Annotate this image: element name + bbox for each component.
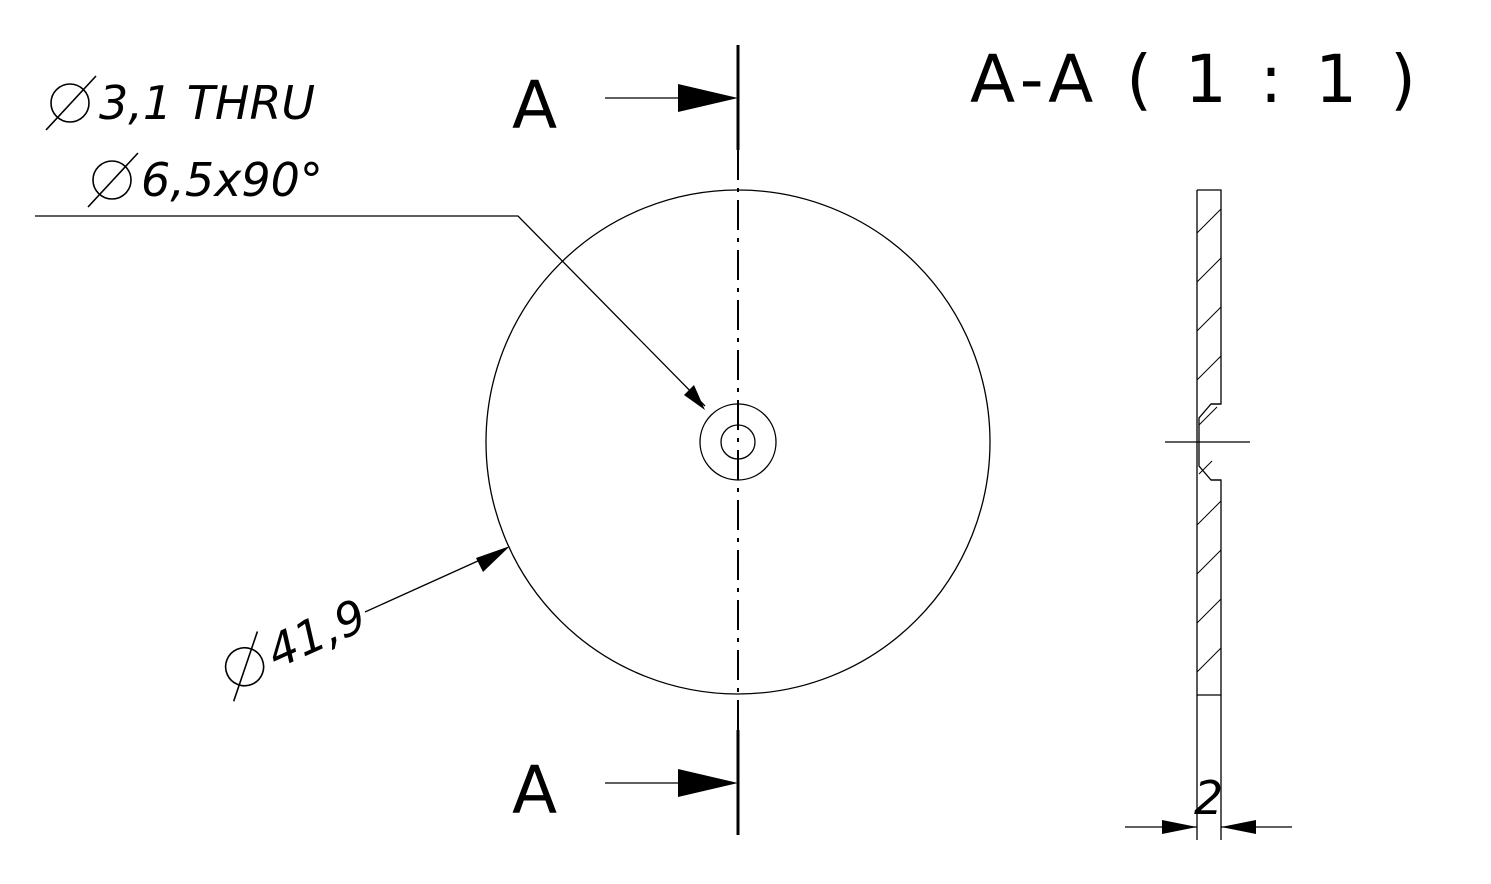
thickness-label: 2 (1194, 771, 1223, 825)
hole-callout-line1: 3,1 THRU (99, 76, 315, 130)
hole-callout: 3,1 THRU 6,5x90° (45, 75, 323, 208)
section-arrow-bottom (605, 769, 738, 797)
cut-label-top: A (512, 67, 557, 144)
section-outline (1196, 189, 1222, 696)
cut-label-bottom: A (512, 752, 557, 829)
thickness-dimension: 2 (1125, 771, 1292, 834)
diameter-symbol-icon (45, 75, 97, 131)
section-title: A-A ( 1 : 1 ) (970, 41, 1422, 118)
section-arrow-top (605, 84, 738, 112)
hole-callout-line2: 6,5x90° (141, 153, 323, 207)
hole-callout-leader (35, 215, 706, 410)
outer-diameter-dimension: 41,9 (224, 588, 375, 702)
diameter-symbol-icon (224, 631, 265, 702)
section-hatching (1196, 208, 1222, 673)
diameter-symbol-icon (87, 152, 139, 208)
outer-diameter-leader (364, 546, 510, 613)
section-view: A-A ( 1 : 1 ) (970, 41, 1422, 840)
outer-diameter-label: 41,9 (259, 588, 375, 679)
front-view: A A 3,1 THRU 6,5x90° (35, 45, 991, 835)
